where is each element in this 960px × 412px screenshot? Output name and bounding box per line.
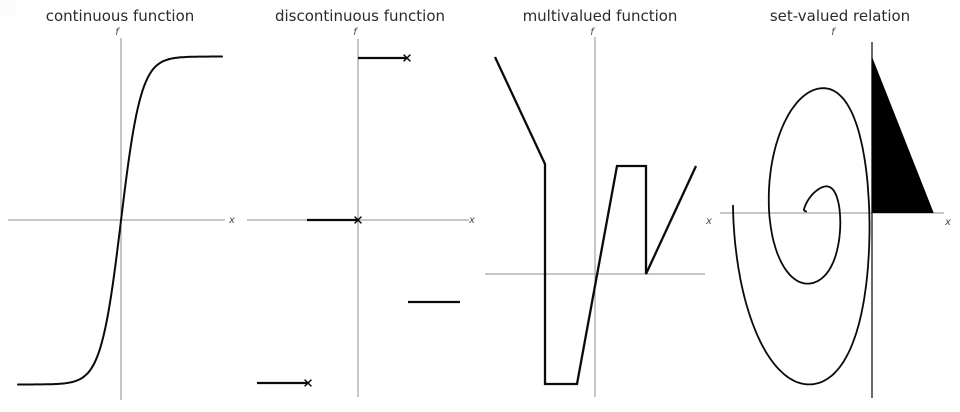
panel-title-multivalued: multivalued function [522, 7, 678, 25]
plot-discontinuous-function: fx [247, 27, 475, 397]
filled-set-triangle [871, 57, 934, 213]
plot-multivalued-function: fx [485, 27, 712, 397]
f-axis-label: f [590, 27, 595, 38]
excluded-endpoint-x-marker [354, 216, 362, 224]
plot-continuous-function: fx [8, 27, 235, 400]
spiral-curve [732, 87, 871, 386]
panel-title-discontinuous: discontinuous function [274, 7, 446, 25]
panel-title-continuous: continuous function [45, 7, 195, 25]
corner-artifact [0, 0, 15, 15]
x-axis-label: x [468, 215, 475, 226]
plot-set-valued-relation: fx [720, 27, 951, 398]
multivalued-polyline [493, 56, 698, 386]
x-axis-label: x [705, 216, 712, 227]
f-axis-label: f [831, 27, 836, 38]
panel-title-set-valued: set-valued relation [769, 7, 911, 25]
excluded-endpoint-x-marker [403, 54, 411, 62]
sigmoid-curve [17, 55, 223, 386]
f-axis-label: f [115, 27, 120, 38]
x-axis-label: x [944, 217, 951, 228]
excluded-endpoint-x-marker [304, 379, 312, 387]
x-axis-label: x [228, 215, 235, 226]
f-axis-label: f [353, 27, 358, 38]
